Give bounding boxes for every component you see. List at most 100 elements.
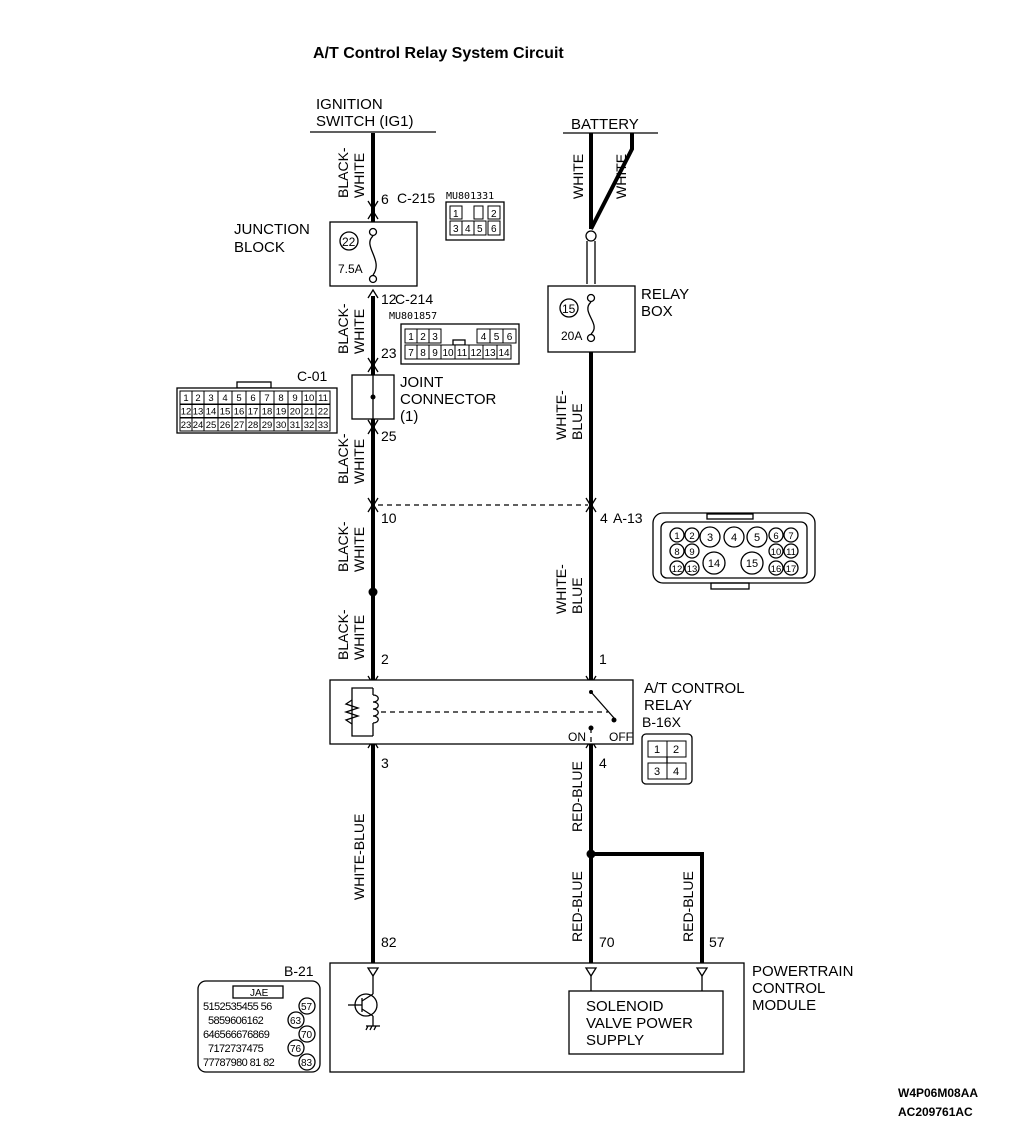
pin-label: 8 — [674, 547, 679, 558]
pin-label: 6 — [507, 332, 513, 343]
pin-label: 24 — [193, 420, 204, 431]
pin-label: 10 — [442, 348, 454, 359]
pin-label: 7 — [788, 531, 793, 542]
pin-label: 11 — [786, 547, 796, 558]
pin-label: 11 — [318, 393, 328, 404]
pin-label: 4 — [222, 393, 227, 404]
pin-label: 32 — [304, 420, 315, 431]
relay-off-label: OFF — [609, 730, 633, 744]
pcm-label-1: POWERTRAIN — [752, 963, 853, 980]
connector-id: A-13 — [613, 510, 643, 526]
pcm-label-3: MODULE — [752, 997, 816, 1014]
connector-id: C-01 — [297, 368, 328, 384]
pin-label: 11 — [457, 348, 468, 359]
pin-label: 4 — [731, 532, 737, 544]
pin-label: 83 — [301, 1058, 313, 1069]
left-wire-labels: BLACK- WHITE BLACK- WHITE BLACK- WHITE B… — [335, 147, 367, 900]
pin-number: 2 — [381, 651, 389, 667]
splice-dot-left — [368, 587, 378, 597]
wire-color-label: WHITE — [351, 527, 367, 572]
pin-label: 6 — [250, 393, 255, 404]
pin-row: 77787980 81 82 — [203, 1057, 275, 1069]
connector-c215: C-215 MU801331 1 2 3 4 5 6 — [397, 190, 505, 241]
junction-label-1: JUNCTION — [234, 221, 310, 238]
pin-label: 76 — [290, 1044, 302, 1055]
relay-box: RELAY BOX 15 20A — [547, 285, 689, 353]
part-number: MU801331 — [446, 191, 494, 202]
right-wire-labels: WHITE WHITE WHITE- BLUE WHITE- BLUE RED-… — [553, 154, 696, 942]
pin-label: 4 — [465, 224, 471, 235]
pin-label: 2 — [689, 531, 694, 542]
pin-row: 5859606162 — [208, 1015, 264, 1027]
pin-cell — [669, 560, 685, 576]
pin-label: 70 — [301, 1030, 313, 1041]
pin-label: 12 — [470, 348, 482, 359]
pin-cell — [669, 543, 685, 559]
pin-cell — [699, 526, 721, 548]
joint-label-1: JOINT — [400, 374, 443, 391]
pin-label: 1 — [183, 393, 188, 404]
pin-cell — [702, 551, 726, 575]
pin-cell — [768, 560, 784, 576]
pin-label: 4 — [481, 332, 487, 343]
ignition-label-2: SWITCH (IG1) — [316, 113, 414, 130]
relay-box-label-2: BOX — [641, 303, 673, 320]
pin-label: 13 — [484, 348, 496, 359]
pin-label: 1 — [674, 531, 679, 542]
pin-label: 5 — [754, 532, 760, 544]
joint-label-2: CONNECTOR — [400, 391, 497, 408]
connector-id: C-215 — [397, 190, 435, 206]
pin-label: 9 — [292, 393, 297, 404]
pin-label: 10 — [771, 547, 782, 558]
joint-label-3: (1) — [400, 408, 418, 425]
wire-color-label: WHITE — [351, 615, 367, 660]
pin-label: 8 — [420, 348, 426, 359]
pin-number: 82 — [381, 934, 397, 950]
wire-color-label: BLACK- — [335, 521, 351, 572]
pin-label: 9 — [432, 348, 438, 359]
wire-color-label: WHITE — [351, 309, 367, 354]
wire-color-label: WHITE — [613, 154, 629, 199]
wire-color-label: RED-BLUE — [569, 871, 585, 942]
wire-color-label: WHITE — [351, 439, 367, 484]
pin-label: 13 — [687, 564, 698, 575]
pin-number: 4 — [599, 755, 607, 771]
joint-connector: JOINT CONNECTOR (1) — [351, 374, 497, 425]
pin-label: 17 — [786, 564, 797, 575]
wire-color-label: WHITE-BLUE — [351, 814, 367, 900]
pin-label: 4 — [673, 766, 679, 778]
pin-label: 10 — [304, 393, 315, 404]
ignition-label-1: IGNITION — [316, 96, 383, 113]
solenoid-label-1: SOLENOID — [586, 998, 664, 1015]
wire-color-label: BLUE — [569, 403, 585, 440]
pin-label: 1 — [408, 332, 414, 343]
pin-cell — [783, 527, 799, 543]
relay-on-label: ON — [568, 730, 586, 744]
pin-label: 3 — [453, 224, 459, 235]
connector-b21: B-21 JAE 5152535455 56 5859606162 646566… — [197, 963, 321, 1073]
b21-label: JAE — [250, 988, 269, 999]
pin-number: 6 — [381, 191, 389, 207]
pin-number: 23 — [381, 345, 397, 361]
connector-id: B-21 — [284, 963, 314, 979]
pin-label: 12 — [672, 564, 683, 575]
pin-label: 3 — [432, 332, 438, 343]
solenoid-label-3: SUPPLY — [586, 1032, 644, 1049]
pin-label: 12 — [181, 407, 192, 418]
figure-code-1: W4P06M08AA — [898, 1086, 978, 1100]
pin-label: 63 — [290, 1016, 302, 1027]
pin-number: 10 — [381, 510, 397, 526]
pin-label: 14 — [498, 348, 510, 359]
pin-label: 1 — [654, 744, 660, 756]
pin-cell — [783, 543, 799, 559]
connector-b16x: B-16X 1 2 3 4 — [641, 714, 693, 785]
splice-dot-right — [586, 849, 596, 859]
pin-label: 22 — [318, 407, 329, 418]
junction-label-2: BLOCK — [234, 239, 285, 256]
pin-label: 57 — [301, 1002, 313, 1013]
pin-label: 3 — [707, 532, 713, 544]
pin-cell — [768, 527, 784, 543]
pin-cell — [684, 560, 700, 576]
pin-cell — [669, 527, 685, 543]
right-pin-numbers: 4 A-13 1 4 70 57 — [599, 510, 725, 950]
